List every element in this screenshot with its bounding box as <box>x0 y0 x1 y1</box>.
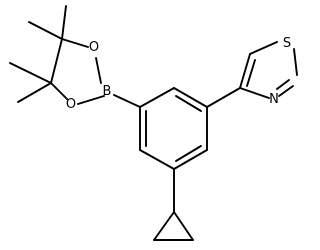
bond <box>139 87 175 108</box>
bond <box>139 149 175 170</box>
double-bond-inner <box>246 59 256 87</box>
double-bond-inner <box>175 145 202 162</box>
bond <box>61 38 89 48</box>
bond <box>113 94 141 108</box>
double-bond-inner <box>276 79 290 90</box>
methyl-bond <box>9 62 52 84</box>
thiazole-ring <box>239 41 298 99</box>
pinacol-boronate-group <box>9 5 141 108</box>
bond <box>293 48 298 76</box>
atom-oxygen-bottom: O <box>66 97 76 112</box>
bond <box>239 87 270 99</box>
methyl-bond <box>17 82 52 103</box>
atom-sulfur: S <box>283 36 291 51</box>
double-bond-inner <box>175 95 202 112</box>
bond <box>173 87 208 108</box>
bond <box>206 87 241 108</box>
bond <box>77 95 105 105</box>
bond <box>239 53 251 89</box>
methyl-bond <box>61 5 67 40</box>
atom-nitrogen: N <box>269 92 279 107</box>
cyclopropyl-group <box>153 168 194 241</box>
bond <box>50 38 63 84</box>
bond <box>153 211 175 241</box>
bond <box>278 85 294 97</box>
bond <box>173 149 208 170</box>
structure-diagram: B O O S N <box>9 5 298 241</box>
methyl-bond <box>28 21 63 40</box>
bond <box>50 82 68 100</box>
atom-oxygen-top: O <box>89 40 99 55</box>
atom-boron: B <box>103 84 112 99</box>
bond <box>95 57 102 84</box>
benzene-ring <box>139 87 208 170</box>
molecule-drawing: B O O S N <box>9 5 298 241</box>
bond <box>173 211 194 241</box>
bond <box>249 41 278 55</box>
